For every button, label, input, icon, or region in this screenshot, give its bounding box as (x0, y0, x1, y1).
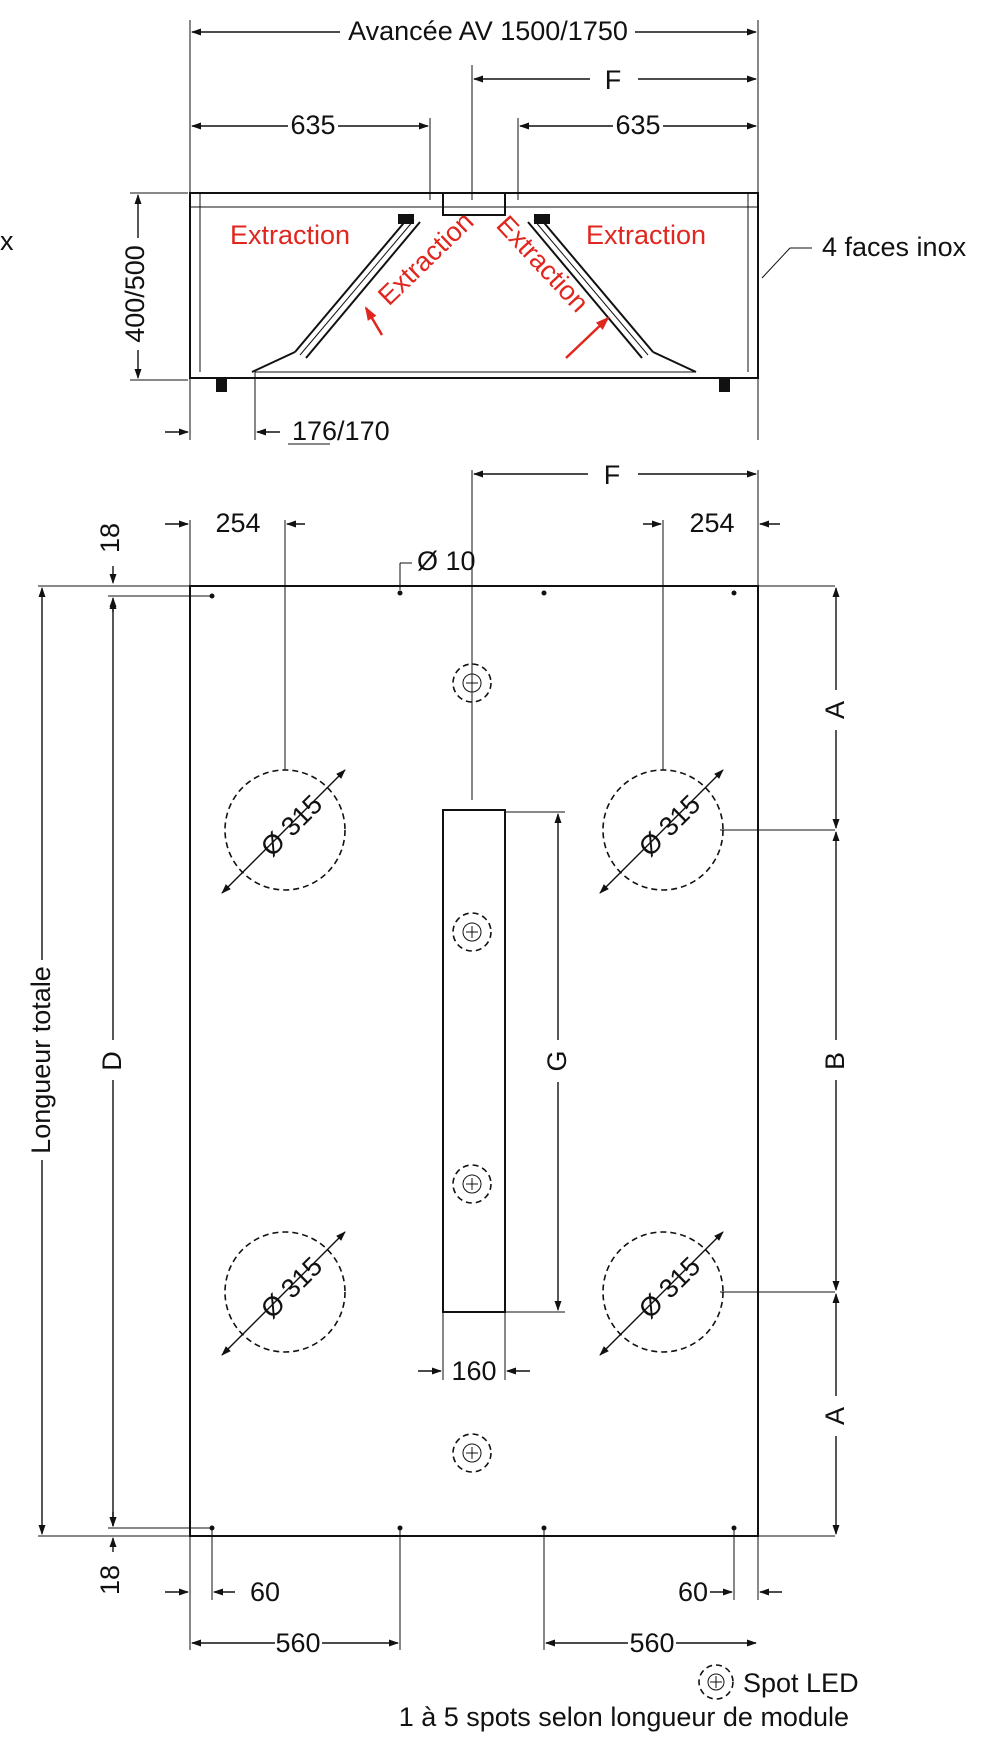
dim-18-bottom: 18 (95, 1565, 125, 1595)
b-label: B (820, 1052, 850, 1070)
plan-view: F 254 254 18 Ø 10 (26, 460, 850, 1658)
g-label: G (542, 1050, 572, 1071)
faces-inox-note: 4 faces inox (822, 232, 967, 262)
height-400-500: 400/500 (120, 245, 150, 343)
dim-60-left: 60 (250, 1577, 280, 1607)
dim-60-right: 60 (678, 1577, 708, 1607)
collar-bottom-right: Ø 315 (599, 1231, 835, 1356)
filter-left (251, 214, 421, 373)
hood-plate (189, 585, 759, 1537)
spot-led-note: 1 à 5 spots selon longueur de module (399, 1702, 849, 1732)
section-view: Avancée AV 1500/1750 F 635 635 (0, 16, 967, 446)
extraction-arrow-left (364, 306, 384, 336)
cut-edge-text: x (0, 226, 14, 256)
collar-diameter-label: Ø 315 (255, 789, 328, 862)
legend: Spot LED 1 à 5 spots selon longueur de m… (399, 1664, 859, 1732)
hole-diameter-label: Ø 10 (417, 546, 476, 576)
dim-254-right: 254 (689, 508, 734, 538)
spot-led (452, 1433, 492, 1473)
dim-560-right: 560 (629, 1628, 674, 1658)
collar-diameter-label: Ø 315 (633, 789, 706, 862)
foot-left (216, 378, 227, 392)
collar-bottom-left: Ø 315 (221, 1231, 346, 1356)
spot-led (452, 912, 492, 952)
f-label-plan: F (604, 460, 621, 490)
spot-led (452, 1164, 492, 1204)
spot-led (452, 663, 492, 703)
dim-560-left: 560 (275, 1628, 320, 1658)
collar-top-right: Ø 315 (599, 769, 835, 894)
a-label-top: A (820, 701, 850, 719)
extraction-arrow-right (565, 316, 610, 359)
collar-diameter-label: Ø 315 (255, 1251, 328, 1324)
filter-right (527, 214, 697, 373)
avancee-label: Avancée AV 1500/1750 (348, 16, 628, 46)
d-label: D (97, 1051, 127, 1071)
fixing-holes (209, 590, 737, 1531)
dim-18-top: 18 (95, 523, 125, 553)
spot-led-legend-icon (698, 1664, 734, 1700)
width-635-right: 635 (615, 110, 660, 140)
spot-led-label: Spot LED (743, 1668, 859, 1698)
extraction-label-left: Extraction (230, 220, 350, 250)
extraction-label-right: Extraction (586, 220, 706, 250)
channel-width-160: 160 (451, 1356, 496, 1386)
width-635-left: 635 (290, 110, 335, 140)
a-label-bottom: A (820, 1407, 850, 1425)
collar-diameter-label: Ø 315 (633, 1251, 706, 1324)
central-duct (442, 192, 506, 216)
f-label-top: F (605, 65, 622, 95)
collar-top-left: Ø 315 (221, 769, 346, 894)
central-channel (442, 809, 506, 1313)
longueur-totale-label: Longueur totale (26, 966, 56, 1154)
foot-offset-176-170: 176/170 (292, 416, 390, 446)
dim-254-left: 254 (215, 508, 260, 538)
foot-right (719, 378, 730, 392)
